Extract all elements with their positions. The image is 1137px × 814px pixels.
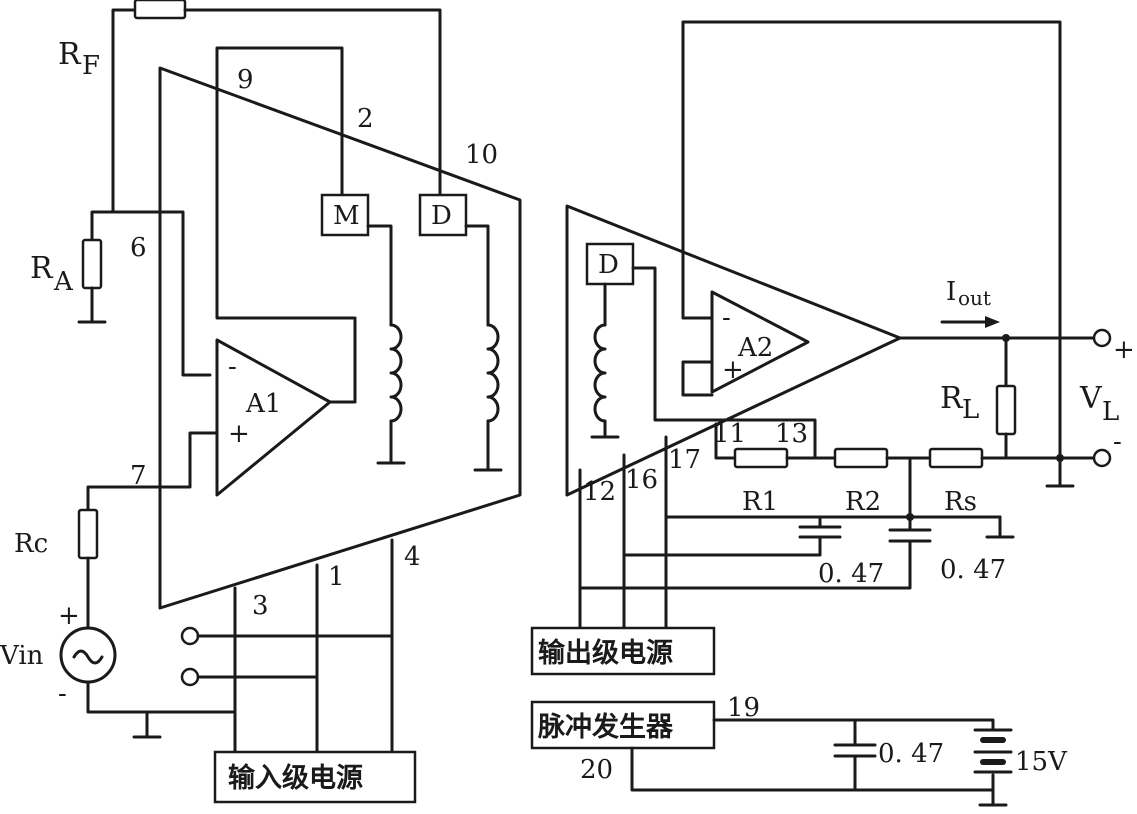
pin-9: 9 bbox=[237, 65, 254, 95]
vl-plus: + bbox=[1113, 335, 1135, 365]
resistor-rc bbox=[77, 508, 99, 560]
label-ra: R bbox=[30, 251, 54, 286]
pin-7: 7 bbox=[130, 461, 147, 491]
opamp-a2 bbox=[710, 290, 810, 394]
capacitor-c3 bbox=[833, 743, 877, 758]
pin-19: 19 bbox=[727, 693, 760, 723]
vl-minus: - bbox=[1113, 427, 1122, 457]
resistor-rl bbox=[995, 384, 1017, 436]
label-cap2: 0. 47 bbox=[940, 555, 1006, 585]
resistor-r1 bbox=[733, 447, 789, 469]
label-r2: R2 bbox=[845, 487, 881, 517]
pin-12: 12 bbox=[583, 477, 616, 507]
vin-plus: + bbox=[58, 601, 80, 631]
a2-plus: + bbox=[722, 355, 744, 385]
pin-4: 4 bbox=[404, 542, 421, 572]
resistor-r2 bbox=[833, 447, 889, 469]
input-module-outline bbox=[158, 66, 522, 610]
label-d-input: D bbox=[431, 201, 452, 231]
output-stage: D - + A2 I out + R L V L bbox=[530, 20, 1135, 807]
label-rl: R bbox=[940, 381, 964, 416]
modulator-m bbox=[320, 193, 370, 237]
pin-10: 10 bbox=[465, 140, 498, 170]
pin-16: 16 bbox=[625, 465, 658, 495]
label-rl-sub: L bbox=[962, 395, 979, 425]
output-power-box: 输出级电源 bbox=[538, 637, 673, 669]
pin-1: 1 bbox=[328, 562, 345, 592]
label-rs: Rs bbox=[944, 487, 977, 517]
label-rf: R bbox=[58, 37, 82, 72]
label-iout-sub: out bbox=[958, 286, 991, 310]
resistor-rf bbox=[133, 0, 187, 20]
label-ra-sub: A bbox=[53, 267, 74, 297]
output-module-outline bbox=[565, 204, 902, 497]
pin-6: 6 bbox=[130, 233, 147, 263]
input-stage: R F R A - + A1 M D Rc bbox=[0, 0, 522, 804]
label-d-output: D bbox=[598, 250, 619, 280]
label-vl-sub: L bbox=[1102, 397, 1119, 427]
a2-minus: - bbox=[722, 303, 731, 333]
label-m: M bbox=[333, 201, 360, 231]
pin-17: 17 bbox=[668, 445, 701, 475]
pulse-generator-box: 脉冲发生器 bbox=[537, 711, 674, 743]
label-a1: A1 bbox=[245, 389, 281, 419]
label-battery: 15V bbox=[1015, 747, 1068, 777]
label-iout: I bbox=[946, 277, 956, 307]
label-a2: A2 bbox=[737, 333, 773, 363]
opamp-a1 bbox=[215, 338, 332, 497]
label-vin: Vin bbox=[0, 641, 44, 671]
a1-plus: + bbox=[228, 419, 250, 449]
battery-15v bbox=[973, 728, 1013, 774]
pin-13: 13 bbox=[775, 419, 808, 449]
label-vl: V bbox=[1079, 381, 1103, 416]
label-r1: R1 bbox=[742, 487, 778, 517]
vin-minus: - bbox=[58, 679, 67, 709]
transformer-coil-d-input bbox=[486, 323, 500, 423]
demodulator-d-output bbox=[585, 242, 635, 286]
pin-20: 20 bbox=[580, 755, 613, 785]
pin-2: 2 bbox=[357, 104, 374, 134]
pin-11: 11 bbox=[713, 419, 746, 449]
input-power-box: 输入级电源 bbox=[228, 762, 363, 794]
a1-minus: - bbox=[228, 352, 237, 382]
transformer-coil-d-output bbox=[593, 323, 607, 423]
capacitor-c2 bbox=[888, 528, 932, 543]
label-rc: Rc bbox=[14, 529, 48, 559]
label-cap1: 0. 47 bbox=[818, 559, 884, 589]
label-rf-sub: F bbox=[82, 51, 100, 81]
label-cap3: 0. 47 bbox=[878, 739, 944, 769]
transformer-coil-m bbox=[389, 323, 403, 423]
resistor-rs bbox=[928, 447, 984, 469]
demodulator-d-input bbox=[418, 193, 468, 237]
pin-3: 3 bbox=[252, 591, 269, 621]
resistor-ra bbox=[81, 238, 103, 290]
